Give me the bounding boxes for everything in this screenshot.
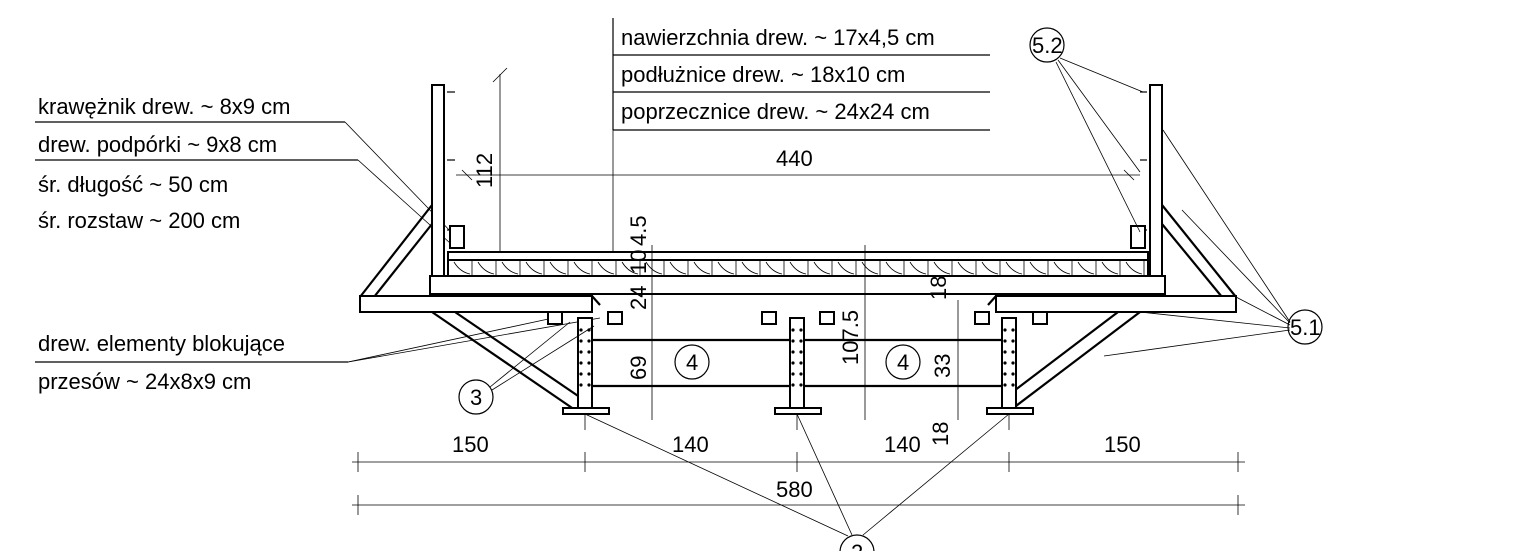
callout-3: 3 xyxy=(470,385,482,410)
left-label-block: krawężnik drew. ~ 8x9 cm drew. podpórki … xyxy=(35,94,456,244)
dim-18-bottom: 18 xyxy=(928,422,953,446)
callouts: 5.2 5.1 3 4 4 2 xyxy=(458,27,1323,551)
label-blocking-size: przesów ~ 24x8x9 cm xyxy=(38,369,251,394)
label-supports: drew. podpórki ~ 9x8 cm xyxy=(38,132,277,157)
blocking-elements xyxy=(547,311,1048,325)
label-curb: krawężnik drew. ~ 8x9 cm xyxy=(38,94,290,119)
dim-107-5: 107.5 xyxy=(838,310,863,365)
dim-10: 10 xyxy=(626,250,651,274)
dim-18-top: 18 xyxy=(926,276,951,300)
dim-24: 24 xyxy=(626,286,651,310)
callout-5-1: 5.1 xyxy=(1290,315,1321,340)
right-railing-post xyxy=(1130,84,1237,301)
left-railing-post xyxy=(359,84,465,301)
dim-69: 69 xyxy=(626,356,651,380)
dim-33: 33 xyxy=(930,354,955,378)
label-avg-spacing: śr. rozstaw ~ 200 cm xyxy=(38,208,240,233)
dimension-texts: 112 440 4.5 24 10 18 107.5 69 33 18 150 … xyxy=(452,146,1141,502)
dim-150-right: 150 xyxy=(1104,432,1141,457)
callout-2: 2 xyxy=(851,540,863,551)
deck xyxy=(429,251,1166,295)
callout-5-2: 5.2 xyxy=(1032,33,1063,58)
dim-580: 580 xyxy=(776,477,813,502)
dim-150-left: 150 xyxy=(452,432,489,457)
label-stringers: podłużnice drew. ~ 18x10 cm xyxy=(621,62,905,87)
dim-140-right: 140 xyxy=(884,432,921,457)
crossbeam-platform xyxy=(359,295,1237,413)
dim-440: 440 xyxy=(776,146,813,171)
dimension-lines xyxy=(352,67,1245,515)
dim-112: 112 xyxy=(472,153,497,188)
dim-4-5: 4.5 xyxy=(626,215,651,246)
label-avg-length: śr. długość ~ 50 cm xyxy=(38,172,228,197)
steel-girders xyxy=(562,317,1034,415)
dim-140-left: 140 xyxy=(672,432,709,457)
label-crossbeams: poprzecznice drew. ~ 24x24 cm xyxy=(621,99,930,124)
top-label-table: nawierzchnia drew. ~ 17x4,5 cm podłużnic… xyxy=(612,18,990,268)
label-deck-surface: nawierzchnia drew. ~ 17x4,5 cm xyxy=(621,25,935,50)
lower-label-block: drew. elementy blokujące przesów ~ 24x8x… xyxy=(35,317,601,394)
callout-4-left: 4 xyxy=(686,350,698,375)
label-blocking-elements: drew. elementy blokujące xyxy=(38,331,285,356)
callout-4-right: 4 xyxy=(897,350,909,375)
